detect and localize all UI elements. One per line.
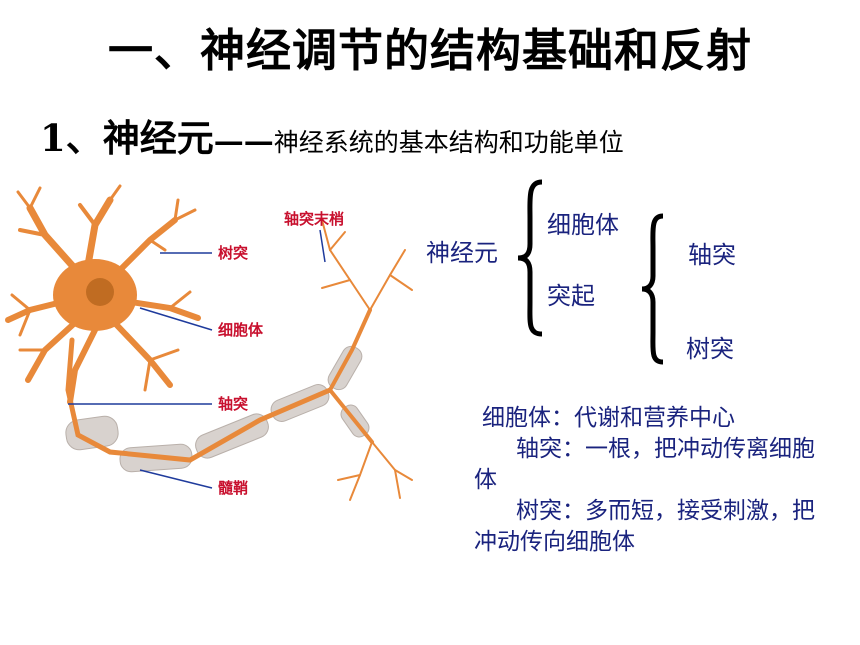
tree-cell-body: 细胞体	[547, 211, 619, 239]
desc-dendrite: 树突：多而短，接受刺激，把冲动传向细胞体	[474, 498, 815, 555]
tree-axon: 轴突	[688, 241, 736, 269]
tree-root-neuron: 神经元	[426, 239, 498, 267]
desc-axon: 轴突：一根，把冲动传离细胞体	[474, 436, 815, 493]
label-dendrite: 树突	[218, 244, 248, 262]
label-myelin: 髓鞘	[218, 479, 248, 497]
subtitle-neuron: 1、神经元	[40, 116, 214, 160]
neuron-diagram: 树突 细胞体 轴突 髓鞘 轴突末梢	[5, 184, 413, 501]
tree-dendrite: 树突	[686, 335, 734, 363]
label-axon: 轴突	[218, 395, 248, 413]
axon-terminals	[321, 219, 413, 501]
tree-process: 突起	[547, 282, 595, 310]
brace-icon	[641, 213, 664, 365]
brace-icon	[517, 179, 543, 337]
label-axon-terminal: 轴突末梢	[284, 210, 344, 228]
subtitle-description: 神经系统的基本结构和功能单位	[273, 128, 624, 157]
label-cell-body: 细胞体	[218, 321, 264, 339]
axon-shape	[65, 308, 374, 463]
descriptions: 细胞体：代谢和营养中心 轴突：一根，把冲动传离细胞体 树突：多而短，接受刺激，把…	[474, 403, 819, 558]
desc-cell-body: 细胞体：代谢和营养中心	[482, 405, 735, 431]
nucleus	[86, 278, 114, 306]
subtitle: 1、神经元——神经系统的基本结构和功能单位	[40, 108, 624, 162]
subtitle-dash: ——	[213, 124, 274, 159]
pointer-lines	[68, 229, 326, 489]
page-title: 一、神经调节的结构基础和反射	[107, 24, 752, 77]
